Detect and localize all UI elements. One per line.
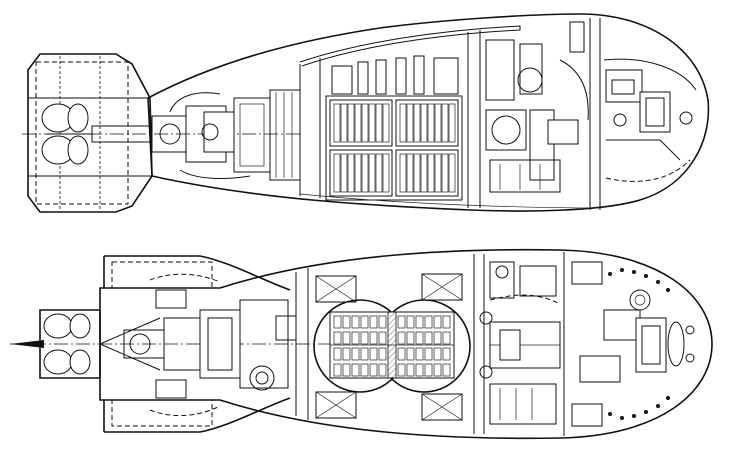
side-top-fairing — [299, 25, 521, 67]
plan-upper-wing — [104, 255, 291, 291]
plan-ballast-boxes — [315, 273, 463, 421]
side-hull-outline — [147, 13, 710, 212]
side-control-room — [485, 21, 589, 193]
plan-lower-wing — [104, 397, 291, 433]
plan-view — [10, 248, 713, 440]
side-tail-dashed-box — [35, 61, 129, 205]
side-motor-assembly — [91, 89, 301, 181]
plan-propeller — [43, 313, 91, 375]
plan-motor-assembly — [123, 273, 297, 417]
side-battery-compartment — [325, 55, 463, 201]
plan-battery-tanks — [313, 299, 471, 393]
plan-control-area — [479, 261, 561, 425]
plan-bow-equipment — [571, 261, 695, 427]
side-view — [22, 13, 710, 213]
plan-hull-outline — [99, 248, 713, 440]
plan-tail-fin — [39, 309, 101, 379]
side-tail-block — [27, 53, 153, 213]
side-bow-equipment — [603, 58, 697, 182]
side-propeller — [41, 103, 92, 165]
